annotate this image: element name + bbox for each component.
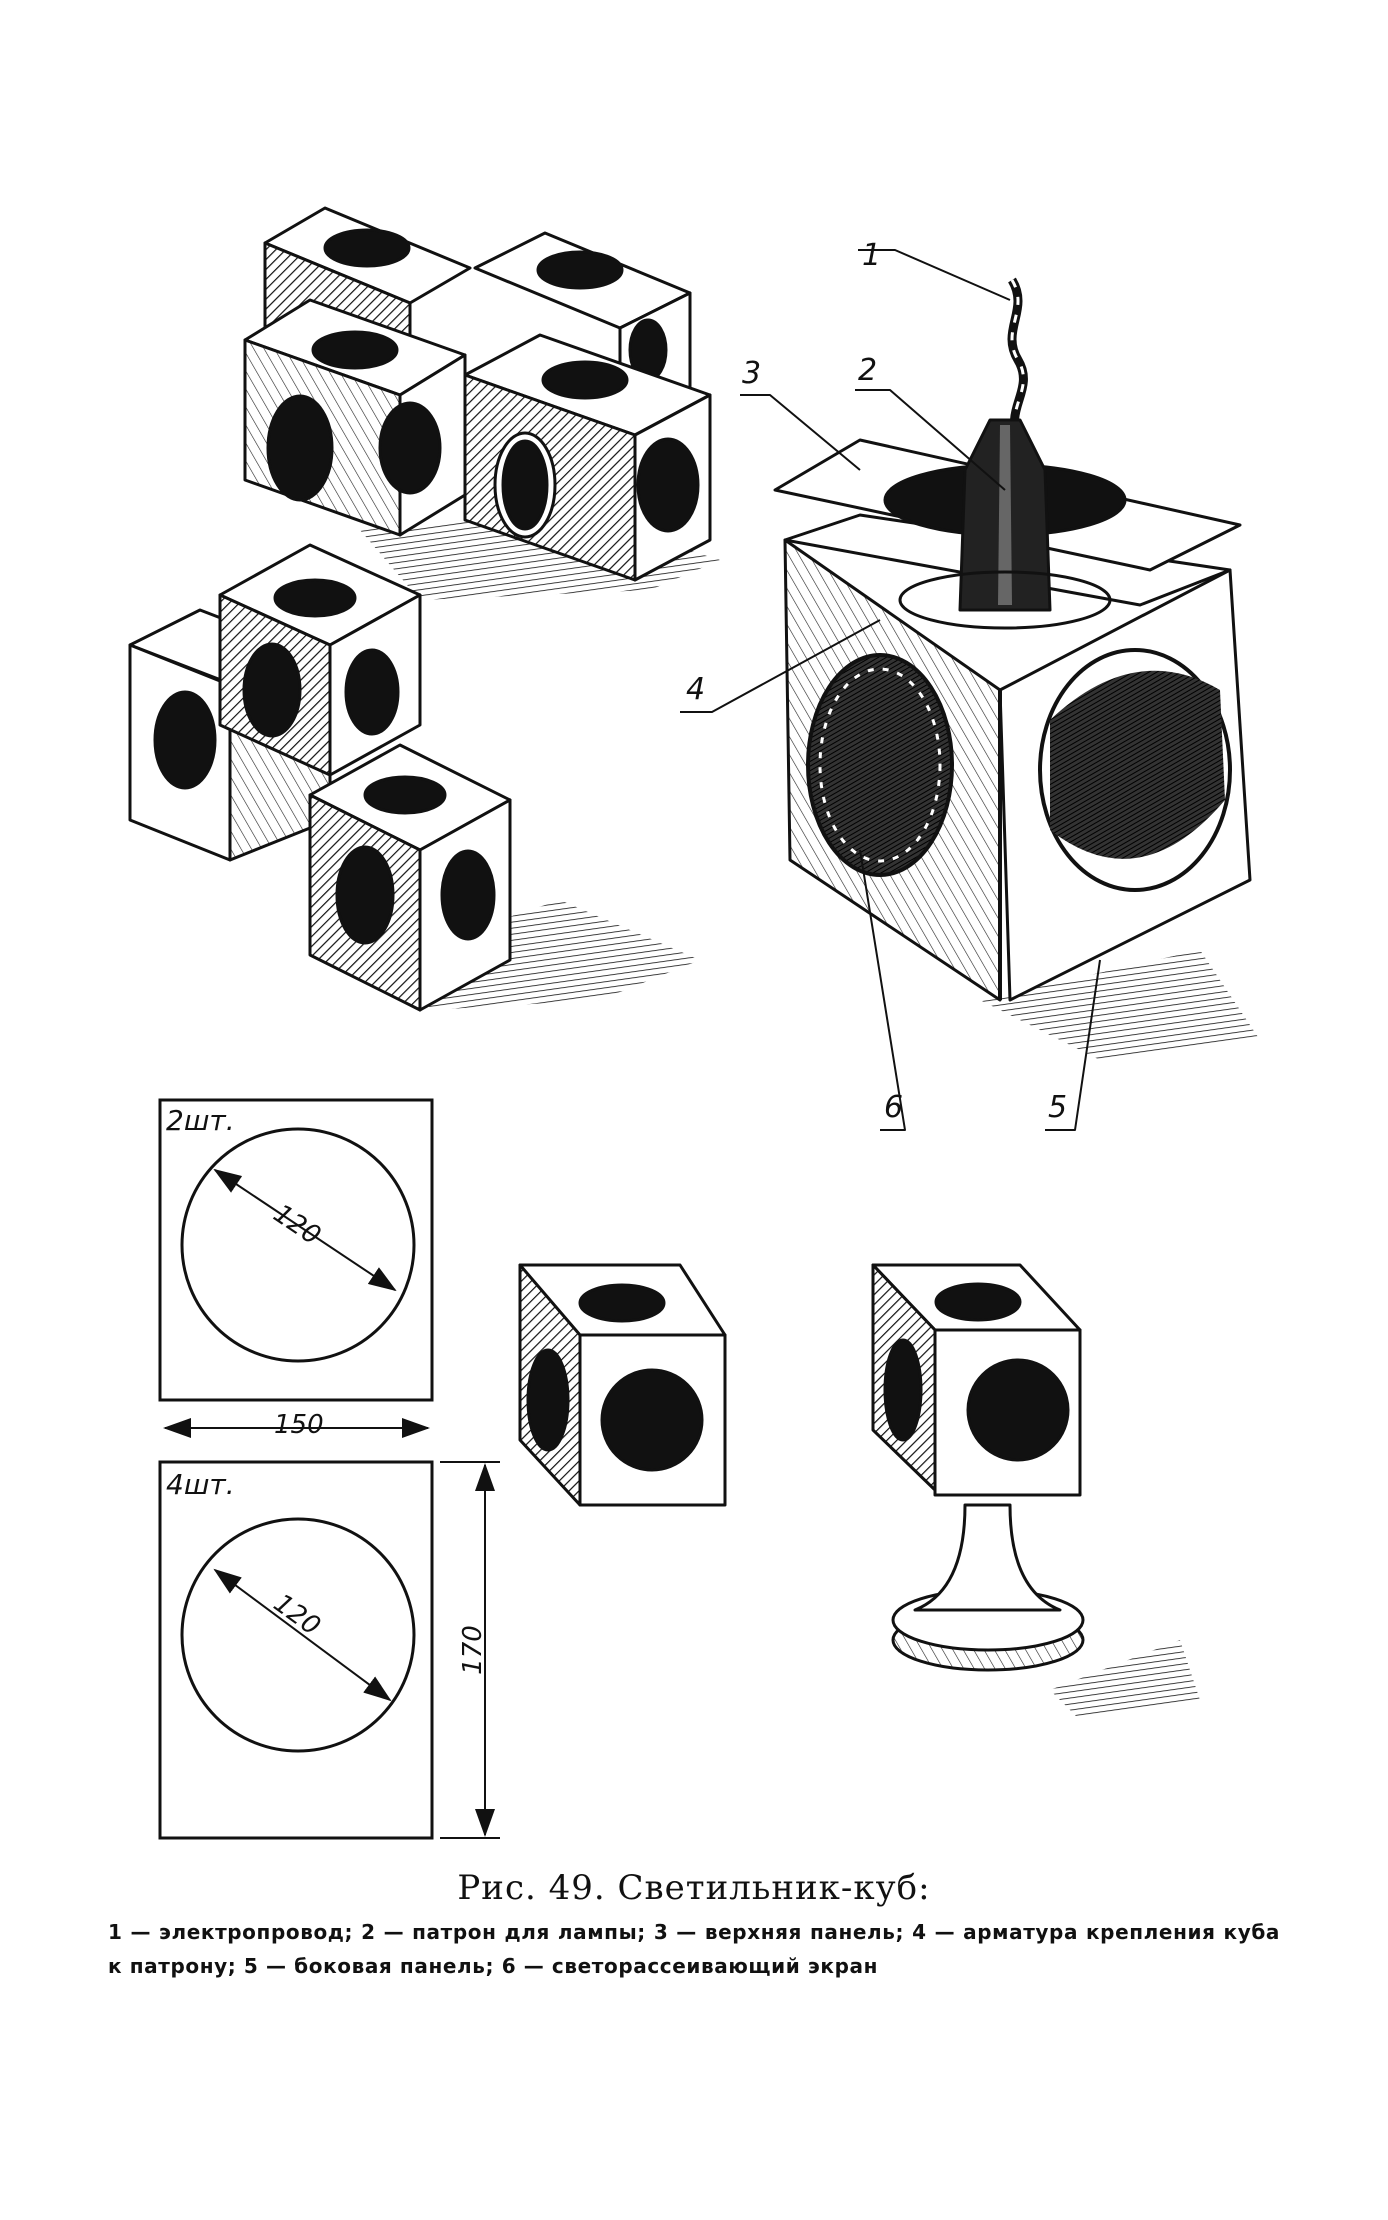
callout-1: 1 — [862, 238, 882, 273]
lamp-cube-exploded — [680, 249, 1260, 1131]
top-panel-width: 150 — [274, 1410, 324, 1440]
callout-2: 2 — [858, 353, 878, 388]
cube-cluster-stair — [128, 543, 700, 1012]
side-panel-quantity: 4шт. — [166, 1468, 235, 1501]
callout-4: 4 — [686, 672, 706, 707]
cube-cluster-four — [243, 206, 720, 600]
side-panel-drawing — [158, 1460, 500, 1840]
figure-caption-legend: 1 — электропровод; 2 — патрон для лампы;… — [108, 1920, 1280, 1978]
callout-6: 6 — [884, 1090, 904, 1125]
callout-3: 3 — [742, 356, 762, 391]
cube-table-lamp — [871, 1263, 1200, 1720]
figure-caption-title: Рис. 49. Светильник-куб: — [457, 1868, 931, 1908]
side-panel-height: 170 — [457, 1625, 488, 1675]
top-panel-quantity: 2шт. — [166, 1104, 235, 1137]
top-panel-drawing — [158, 1098, 434, 1438]
callout-5: 5 — [1048, 1090, 1068, 1125]
single-cube — [518, 1263, 727, 1507]
